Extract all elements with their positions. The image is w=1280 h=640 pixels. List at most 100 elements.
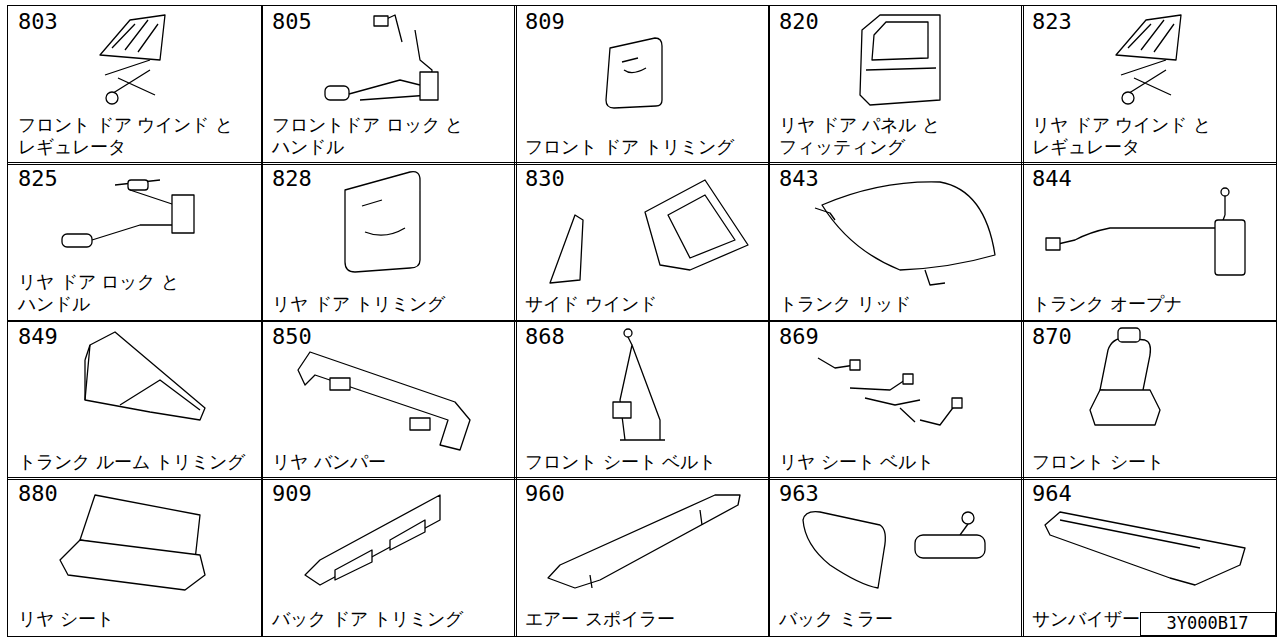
window-regulator-drawing-part: [1122, 92, 1134, 104]
seat-belt-drawing: [818, 358, 962, 425]
drawing-code-box: 3Y000B17: [1140, 612, 1276, 636]
window-regulator-drawing-part: [1116, 15, 1181, 60]
spoiler-drawing: [548, 495, 740, 588]
part-name: トランク オープナ: [1032, 293, 1264, 315]
part-number: 869: [779, 324, 819, 350]
door-trim-drawing-part: [345, 172, 420, 272]
part-number: 909: [272, 481, 312, 507]
rear-seat-drawing-part: [60, 540, 205, 590]
lock-handle-drawing-part: [172, 195, 194, 233]
part-name: トランク リッド: [779, 293, 1011, 315]
part-name: フロント ドア トリミング: [525, 136, 757, 158]
lock-handle-drawing-part: [62, 234, 92, 247]
mirror-drawing-part: [915, 535, 985, 558]
part-number: 828: [272, 166, 312, 192]
part-number: 825: [18, 166, 58, 192]
part-cell: 803フロント ドア ウインド と レギュレータ: [7, 5, 263, 165]
mirror-drawing: [803, 512, 985, 588]
door-trim-drawing-part: [362, 200, 405, 235]
part-number: 850: [272, 324, 312, 350]
door-panel-drawing-part: [860, 15, 940, 105]
front-seat-drawing-part: [1100, 338, 1150, 395]
drawing-code: 3Y000B17: [1141, 613, 1275, 633]
trunk-lid-drawing-part: [822, 182, 995, 270]
door-trim-drawing-part: [622, 58, 646, 73]
part-cell: 960 エアー スポイラー: [514, 477, 770, 637]
part-cell: 963 バック ミラー: [768, 477, 1024, 637]
trunk-trim-drawing-part: [85, 332, 205, 420]
part-name: リヤ バンパー: [272, 451, 504, 473]
lock-handle-drawing-part: [92, 180, 180, 240]
seat-belt-drawing-part: [620, 337, 665, 440]
seat-belt-drawing-part: [952, 398, 962, 408]
back-door-trim-drawing-part: [390, 520, 425, 550]
door-trim-drawing: [606, 38, 662, 108]
seat-belt-drawing-part: [613, 402, 631, 418]
side-window-drawing: [550, 180, 748, 283]
part-name: トランク ルーム トリミング: [18, 451, 250, 473]
trunk-opener-drawing-part: [1221, 188, 1229, 196]
window-regulator-drawing-part: [1121, 60, 1171, 95]
side-window-drawing-part: [645, 180, 748, 270]
door-trim-drawing-part: [606, 38, 662, 108]
part-cell: 809 フロント ドア トリミング: [514, 5, 770, 165]
part-name: フロント シート: [1032, 451, 1264, 473]
part-name: エアー スポイラー: [525, 608, 757, 630]
part-cell: 869リヤ シート ベルト: [768, 320, 1024, 480]
part-cell: 868フロント シート ベルト: [514, 320, 770, 480]
part-number: 823: [1032, 9, 1072, 35]
trunk-lid-drawing: [815, 182, 995, 285]
part-name: サイド ウインド: [525, 293, 757, 315]
mirror-drawing-part: [960, 524, 968, 535]
seat-belt-drawing-part: [903, 374, 913, 384]
mirror-drawing-part: [803, 512, 885, 588]
trunk-opener-drawing-part: [1046, 238, 1060, 250]
door-panel-drawing-part: [866, 68, 936, 70]
window-regulator-drawing-part: [1128, 20, 1174, 52]
part-name: リヤ ドア パネル と フィッティング: [779, 114, 1011, 158]
part-name: バック ミラー: [779, 608, 1011, 630]
rear-bumper-drawing-part: [330, 378, 350, 390]
trunk-trim-drawing-part: [85, 345, 200, 410]
seat-belt-drawing-part: [818, 358, 955, 425]
window-regulator-drawing-part: [105, 60, 155, 95]
front-seat-drawing: [1090, 328, 1160, 425]
trunk-opener-drawing-part: [1058, 196, 1225, 244]
spoiler-drawing-part: [548, 495, 740, 588]
rear-seat-drawing: [60, 495, 205, 590]
part-number: 830: [525, 166, 565, 192]
part-name: リヤ ドア ロック と ハンドル: [18, 271, 250, 315]
part-cell: 880リヤ シート: [7, 477, 263, 637]
part-cell: 823リヤ ドア ウインド と レギュレータ: [1021, 5, 1277, 165]
lock-handle-drawing: [62, 180, 194, 247]
lock-handle-drawing: [325, 15, 438, 100]
window-regulator-drawing-part: [106, 92, 118, 104]
trunk-trim-drawing: [85, 332, 205, 420]
part-name: フロントドア ロック と ハンドル: [272, 114, 504, 158]
part-name: フロント ドア ウインド と レギュレータ: [18, 114, 250, 158]
lock-handle-drawing-part: [374, 16, 388, 26]
spoiler-drawing-part: [590, 510, 702, 588]
part-number: 960: [525, 481, 565, 507]
part-cell: 843トランク リッド: [768, 162, 1024, 322]
door-panel-drawing: [860, 15, 940, 105]
sun-visor-drawing-part: [1045, 512, 1245, 585]
part-cell: 850 リヤ バンパー: [261, 320, 517, 480]
part-number: 809: [525, 9, 565, 35]
front-seat-drawing-part: [1090, 390, 1160, 425]
door-trim-drawing: [345, 172, 420, 272]
part-name: リヤ シート: [18, 608, 250, 630]
part-cell: 825 リヤ ドア ロック と ハンドル: [7, 162, 263, 322]
window-regulator-drawing-part: [112, 20, 158, 52]
lock-handle-drawing-part: [128, 180, 148, 190]
part-name: フロント シート ベルト: [525, 451, 757, 473]
part-number: 963: [779, 481, 819, 507]
part-name: リヤ ドア トリミング: [272, 293, 504, 315]
part-number: 820: [779, 9, 819, 35]
part-cell: 849トランク ルーム トリミング: [7, 320, 263, 480]
seat-belt-drawing-part: [850, 360, 860, 370]
rear-bumper-drawing-part: [410, 418, 430, 430]
part-name: バック ドア トリミング: [272, 608, 504, 630]
back-door-trim-drawing: [305, 495, 440, 585]
